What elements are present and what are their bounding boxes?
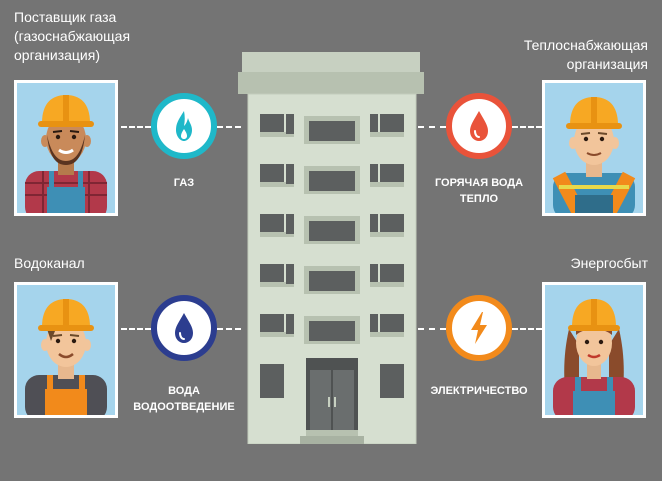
water-connector-left bbox=[121, 328, 151, 330]
building-window bbox=[370, 264, 378, 284]
building-window bbox=[380, 114, 404, 134]
building-window bbox=[370, 314, 378, 334]
building-window bbox=[309, 121, 355, 141]
hot-water-drop-icon bbox=[470, 111, 488, 141]
water-connector-right bbox=[217, 328, 241, 330]
gas-connector-right bbox=[217, 126, 241, 128]
power-provider-label: Энергосбыт bbox=[570, 255, 648, 271]
power-connector-right bbox=[512, 328, 542, 330]
gas-service-label: ГАЗ bbox=[173, 177, 195, 189]
building-window bbox=[309, 221, 355, 241]
building-window bbox=[370, 214, 378, 234]
building-window bbox=[260, 164, 284, 184]
gas-connector-left bbox=[121, 126, 151, 128]
building-window bbox=[380, 314, 404, 334]
gas-flame-icon bbox=[176, 111, 192, 141]
hot-water-service-icon bbox=[446, 93, 512, 159]
heat-provider-label: Теплоснабжающая организация bbox=[523, 37, 648, 72]
heat-connector-left bbox=[418, 126, 446, 128]
building-window bbox=[309, 271, 355, 291]
building-window bbox=[380, 164, 404, 184]
gas-service-icon bbox=[151, 93, 217, 159]
apartment-building bbox=[238, 52, 424, 444]
electricity-service-label: ЭЛЕКТРИЧЕСТВО bbox=[430, 385, 528, 397]
building-window bbox=[286, 214, 294, 234]
building-window bbox=[370, 164, 378, 184]
building-window bbox=[309, 171, 355, 191]
building-window bbox=[286, 114, 294, 134]
water-worker-portrait bbox=[14, 282, 118, 418]
building-window bbox=[286, 164, 294, 184]
building-window bbox=[260, 214, 284, 234]
building-window bbox=[370, 114, 378, 134]
water-provider-label: Водоканал bbox=[14, 255, 85, 271]
lightning-icon bbox=[471, 312, 487, 344]
heat-worker-portrait bbox=[542, 80, 646, 216]
gas-provider-label: Поставщик газа (газоснабжающая организац… bbox=[14, 9, 131, 63]
building-window bbox=[286, 264, 294, 284]
power-worker-portrait bbox=[542, 282, 646, 418]
building-window bbox=[260, 264, 284, 284]
water-service-label: ВОДА ВОДООТВЕДЕНИЕ bbox=[133, 385, 235, 413]
water-service-icon bbox=[151, 295, 217, 361]
water-drop-icon bbox=[175, 313, 193, 343]
gas-worker-portrait bbox=[14, 80, 118, 216]
power-connector-left bbox=[418, 328, 446, 330]
building-window bbox=[380, 264, 404, 284]
building-window bbox=[286, 314, 294, 334]
building-window bbox=[309, 321, 355, 341]
building-window bbox=[260, 114, 284, 134]
electricity-service-icon bbox=[446, 295, 512, 361]
building-window bbox=[260, 314, 284, 334]
building-window bbox=[380, 214, 404, 234]
heat-connector-right bbox=[512, 126, 542, 128]
heat-service-label: ГОРЯЧАЯ ВОДА ТЕПЛО bbox=[434, 177, 524, 205]
